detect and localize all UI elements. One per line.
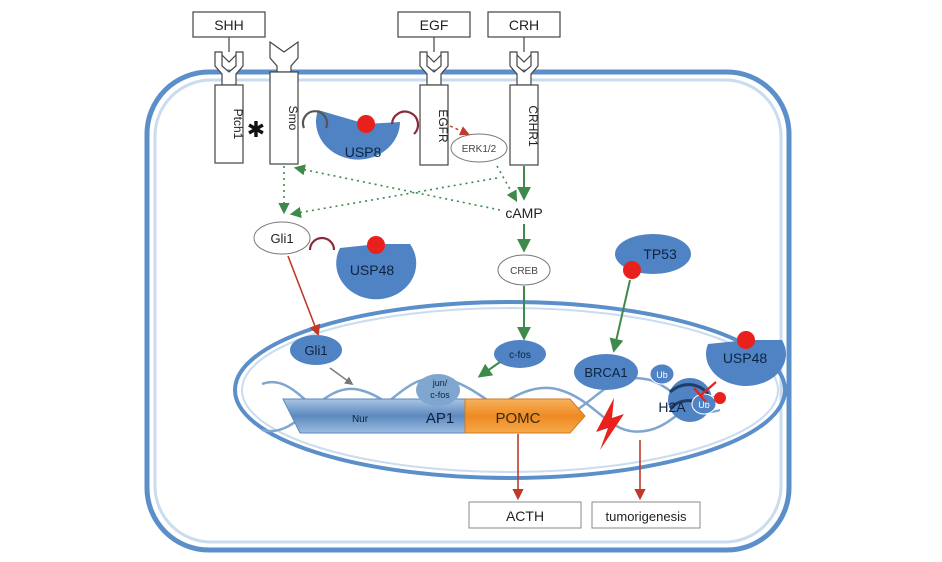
inhibit-symbol: ✱ — [247, 117, 265, 142]
ubiquitin-2: Ub — [691, 393, 717, 415]
egf-label: EGF — [420, 17, 449, 33]
cell-membrane-inner — [153, 78, 783, 544]
junfos-label-1: jun/ — [432, 378, 448, 388]
cfos-nucleus: c-fos — [494, 340, 546, 368]
gli1-cyto-label: Gli1 — [270, 231, 293, 246]
gli1-nucleus: Gli1 — [290, 335, 342, 365]
nucleus-outer — [233, 300, 787, 480]
ptch1-receptor: Ptch1 — [214, 51, 245, 164]
crhr1-receptor: CRHR1 — [509, 51, 540, 166]
gli1-to-nucleus-arrow — [287, 255, 321, 337]
ub1-label: Ub — [656, 370, 668, 380]
usp48-cytoplasm: USP48 — [308, 236, 417, 300]
tumorigenesis-box: tumorigenesis — [591, 501, 701, 529]
erk-to-gli1-dotted — [289, 177, 498, 218]
egfr-to-erk-arrow — [449, 125, 470, 136]
cfos-label: c-fos — [509, 350, 531, 361]
tp53-protein: TP53 — [615, 234, 691, 279]
gli1-nuc-label: Gli1 — [304, 343, 327, 358]
usp8-protein: USP8 — [301, 110, 420, 160]
usp8-label: USP8 — [345, 144, 382, 160]
nucleus-inner — [241, 307, 779, 473]
shh-label: SHH — [214, 17, 244, 33]
acth-box: ACTH — [468, 501, 582, 529]
ub2-label: Ub — [698, 400, 710, 410]
gli1-cytoplasm: Gli1 — [253, 221, 311, 255]
egfr-receptor: EGFR — [419, 51, 450, 166]
tp53-label: TP53 — [643, 246, 677, 262]
ap1-label: AP1 — [426, 410, 454, 427]
cell-membrane-outer — [144, 69, 792, 553]
smo-label: Smo — [286, 106, 300, 131]
dna-damage-icon — [596, 398, 624, 450]
egfr-label: EGFR — [436, 109, 450, 143]
nur-label: Nur — [352, 414, 369, 425]
shh-ligand: SHH — [192, 11, 266, 63]
creb-label: CREB — [510, 266, 538, 277]
crhr1-label: CRHR1 — [526, 105, 540, 147]
ptch1-label: Ptch1 — [231, 109, 245, 140]
egf-ligand: EGF — [397, 11, 471, 63]
erk-label: ERK1/2 — [462, 144, 497, 155]
creb-protein: CREB — [497, 254, 551, 286]
pomc-label: POMC — [496, 410, 541, 427]
brca1-protein: BRCA1 — [574, 354, 638, 390]
erk-to-camp-dotted — [496, 165, 518, 202]
acth-label: ACTH — [506, 508, 544, 524]
tumorigenesis-label: tumorigenesis — [606, 509, 687, 524]
cfos-to-ap1-arrow — [477, 361, 501, 378]
usp48-site-dot — [714, 392, 726, 404]
crh-ligand: CRH — [487, 11, 561, 63]
smo-receptor: Smo — [269, 40, 300, 165]
h2a-label: H2A — [658, 399, 686, 415]
erk-protein: ERK1/2 — [450, 133, 508, 163]
junfos-complex: jun/ c-fos — [416, 374, 460, 406]
usp48-inhibit-mark — [693, 381, 717, 403]
tp53-to-brca1-arrow — [609, 279, 631, 353]
gli1-to-nur-arrow — [329, 367, 354, 385]
pomc-gene — [464, 398, 586, 434]
usp48-nuc-label: USP48 — [723, 350, 768, 366]
camp-to-smo-dotted — [293, 164, 501, 211]
ubiquitin-1: Ub — [649, 363, 675, 385]
crh-label: CRH — [509, 17, 539, 33]
usp48-cyto-label: USP48 — [350, 262, 395, 278]
junfos-label-2: c-fos — [430, 390, 450, 400]
usp48-nucleus: USP48 — [706, 331, 787, 386]
brca1-label: BRCA1 — [584, 365, 627, 380]
camp-label: cAMP — [505, 205, 542, 221]
